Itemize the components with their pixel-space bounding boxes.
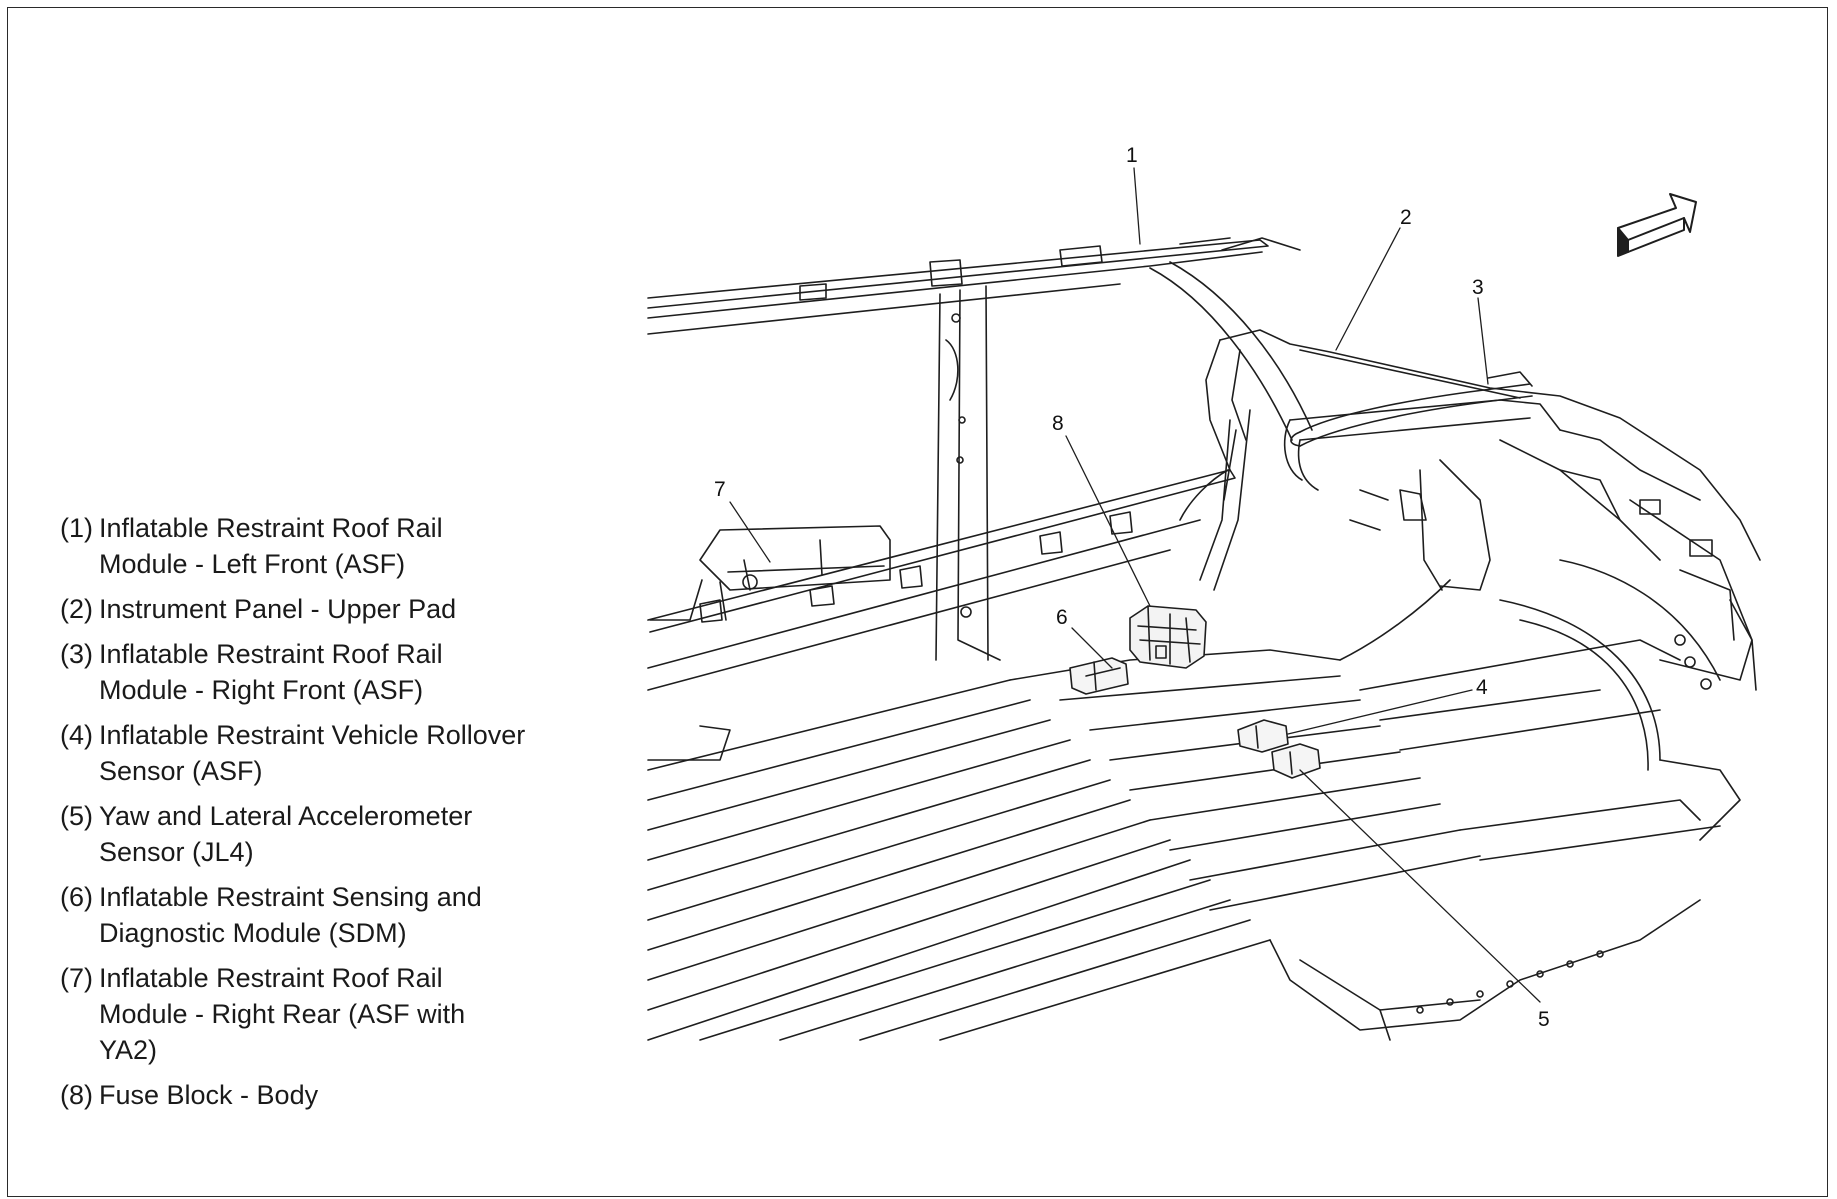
callout-4: 4 bbox=[1476, 676, 1488, 699]
leader-line-8 bbox=[1065, 435, 1151, 607]
legend-item-1: (1)Inflatable Restraint Roof Rail Module… bbox=[60, 513, 443, 579]
roof-rail-module-right-rear bbox=[649, 525, 891, 621]
forward-arrow-icon bbox=[1617, 193, 1697, 257]
sensing-diagnostic-module bbox=[1069, 657, 1129, 695]
leader-line-2 bbox=[1335, 227, 1401, 351]
center-floor bbox=[1009, 579, 1721, 911]
leader-line-3 bbox=[1477, 297, 1489, 385]
callout-6: 6 bbox=[1056, 606, 1068, 629]
legend-item-6: (6)Inflatable Restraint Sensing and Diag… bbox=[60, 882, 482, 948]
callout-1: 1 bbox=[1126, 144, 1138, 167]
fuse-block-body bbox=[1129, 605, 1207, 669]
a-pillar bbox=[1149, 237, 1313, 441]
floor-ribs bbox=[647, 679, 1271, 1041]
instrument-panel bbox=[1205, 329, 1761, 681]
callout-5: 5 bbox=[1538, 1008, 1550, 1031]
legend-item-2: (2)Instrument Panel - Upper Pad bbox=[60, 594, 457, 624]
leader-lines bbox=[729, 167, 1541, 1003]
figure-frame bbox=[7, 7, 1828, 1197]
component-legend: (1)Inflatable Restraint Roof Rail Module… bbox=[60, 510, 530, 1122]
roof-rail-module-right-front bbox=[1290, 371, 1533, 447]
rear-quarter-trim bbox=[647, 469, 1236, 691]
callout-3: 3 bbox=[1472, 276, 1484, 299]
legend-item-4: (4)Inflatable Restraint Vehicle Rollover… bbox=[60, 720, 526, 786]
callout-7: 7 bbox=[714, 478, 726, 501]
yaw-lateral-sensor bbox=[1271, 743, 1321, 779]
callout-2: 2 bbox=[1400, 206, 1412, 229]
leader-line-5 bbox=[1299, 769, 1541, 1003]
leader-line-6 bbox=[1071, 627, 1113, 669]
leader-line-1 bbox=[1133, 167, 1141, 245]
rollover-sensor bbox=[1237, 719, 1289, 753]
lower-sill bbox=[1269, 899, 1701, 1041]
b-pillar bbox=[935, 285, 1001, 661]
callout-8: 8 bbox=[1052, 412, 1064, 435]
legend-item-8: (8)Fuse Block - Body bbox=[60, 1080, 319, 1110]
legend-item-3: (3)Inflatable Restraint Roof Rail Module… bbox=[60, 639, 443, 705]
right-quarter-panel bbox=[1499, 559, 1757, 841]
legend-item-5: (5)Yaw and Lateral Accelerometer Sensor … bbox=[60, 801, 473, 867]
leader-line-4 bbox=[1287, 689, 1473, 735]
roof-rail-left bbox=[647, 237, 1269, 335]
leader-line-7 bbox=[729, 501, 771, 563]
hinge-pillar bbox=[1179, 409, 1251, 591]
legend-item-7: (7)Inflatable Restraint Roof Rail Module… bbox=[60, 963, 466, 1065]
